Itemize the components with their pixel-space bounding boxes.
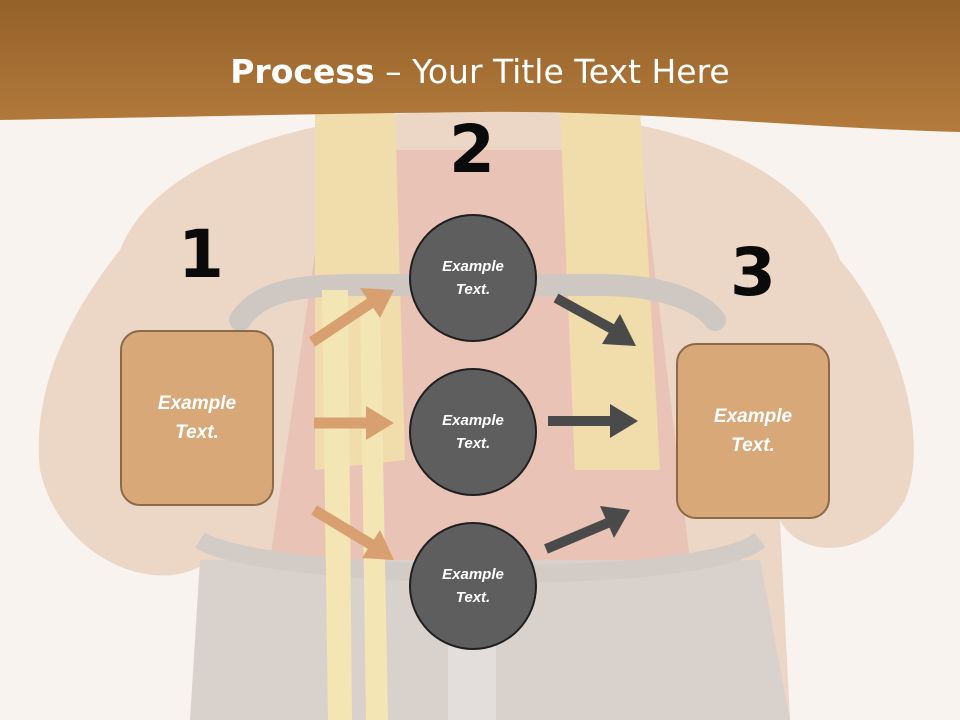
process-box-left: Example Text.	[120, 330, 274, 506]
arrow-top-to-right	[553, 293, 636, 346]
process-circle-middle: Example Text.	[409, 368, 537, 496]
arrow-left-to-middle	[314, 406, 394, 440]
step-number-2: 2	[449, 111, 495, 188]
header-band	[0, 0, 960, 132]
step-number-1: 1	[178, 216, 224, 293]
title-rest: – Your Title Text Here	[374, 52, 730, 91]
process-box-left-text: Example Text.	[157, 393, 237, 443]
process-circle-bottom-text: Example Text.	[442, 566, 504, 606]
page-title: Process – Your Title Text Here	[0, 52, 960, 91]
arrow-left-to-bottom	[311, 505, 394, 560]
arrow-middle-to-right	[548, 404, 638, 438]
process-circle-bottom: Example Text.	[409, 522, 537, 650]
process-circle-top-text: Example Text.	[442, 258, 504, 298]
step-number-3: 3	[730, 234, 776, 311]
title-bold: Process	[230, 52, 375, 91]
arrow-left-to-top	[308, 288, 394, 347]
process-circle-middle-text: Example Text.	[442, 412, 504, 452]
process-box-right-text: Example Text.	[713, 406, 793, 456]
arrow-bottom-to-right	[544, 506, 630, 554]
process-circle-top: Example Text.	[409, 214, 537, 342]
process-box-right: Example Text.	[676, 343, 830, 519]
